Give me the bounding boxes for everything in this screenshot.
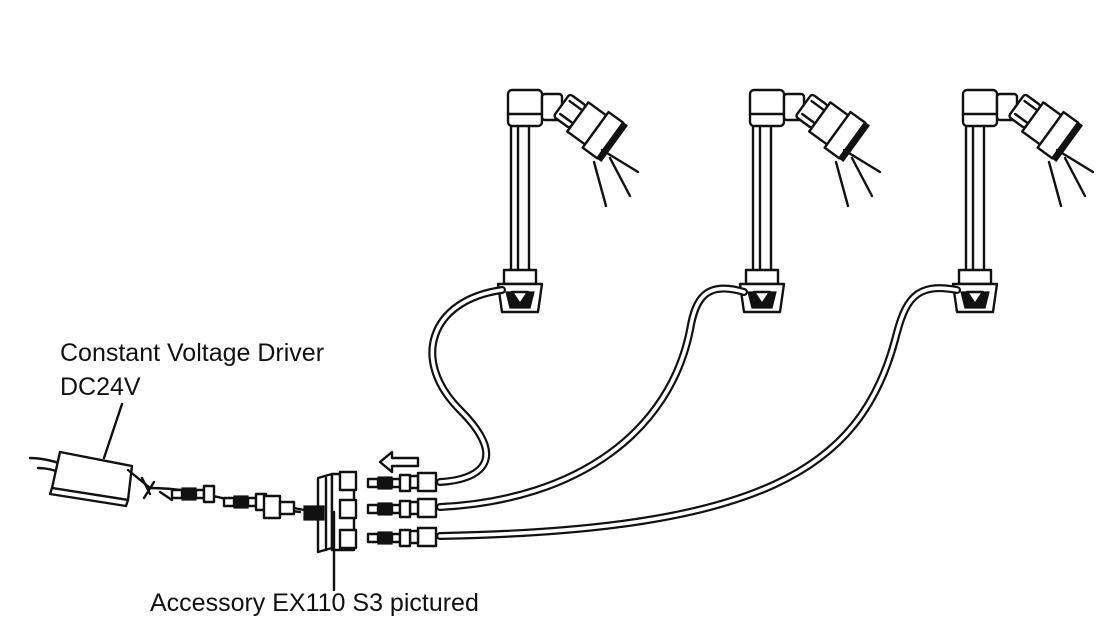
driver-leader-line: [102, 402, 124, 460]
feed-cable: [140, 476, 306, 520]
spotlight-2: [738, 86, 882, 314]
cable-3: [436, 284, 961, 540]
spotlight-3: [951, 86, 1095, 314]
spotlight-1: [496, 86, 640, 314]
arrow-left-icon: [378, 450, 420, 474]
constant-voltage-driver: [28, 450, 152, 508]
cable-2: [436, 284, 748, 511]
driver-label: Constant Voltage Driver: [60, 339, 325, 367]
accessory-label: Accessory EX110 S3 pictured: [150, 589, 479, 617]
plug-1: [366, 471, 438, 493]
plug-3: [366, 526, 438, 548]
splitter-ex110-s3: [303, 470, 358, 554]
driver-voltage-label: DC24V: [60, 373, 141, 401]
cable-1: [428, 286, 506, 486]
plug-2: [366, 497, 438, 519]
